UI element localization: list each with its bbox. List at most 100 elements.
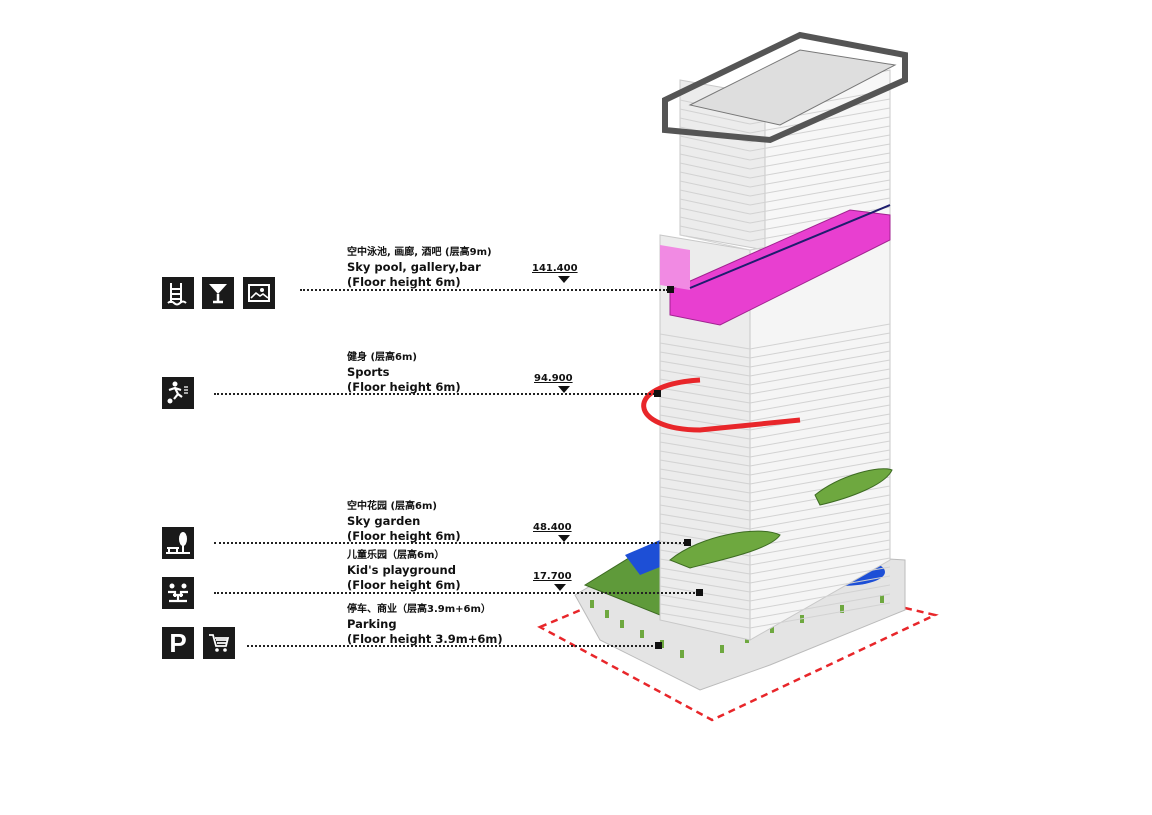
label-cn: 空中花园 (层高6m): [347, 501, 437, 512]
floor-line: [679, 117, 751, 134]
label-en: Parking: [347, 617, 397, 631]
leader-marker: [654, 390, 661, 397]
floor-line: [749, 458, 891, 485]
elevation-triangle-icon: [554, 584, 566, 591]
leader-line: [214, 542, 685, 544]
shopping-cart-icon: [203, 627, 235, 659]
floor-line: [749, 377, 891, 404]
floor-line: [749, 125, 891, 152]
elevation-mark: 17.700: [533, 571, 572, 582]
leader-marker: [684, 539, 691, 546]
floor-line: [679, 162, 751, 179]
elevation-mark: 48.400: [533, 522, 572, 533]
roof-canopy: [688, 49, 897, 126]
floor-line: [749, 494, 891, 521]
label-en: Sky garden: [347, 514, 421, 528]
floor-line: [659, 396, 751, 413]
floor-line: [659, 594, 751, 611]
floor-line: [749, 521, 891, 548]
floor-line: [659, 342, 751, 359]
cocktail-icon: [202, 277, 234, 309]
floor-line: [749, 134, 891, 161]
floor-line: [679, 207, 751, 224]
floor-line: [679, 171, 751, 188]
floor-line: [749, 539, 891, 566]
floor-line: [679, 234, 751, 251]
floor-line: [749, 143, 891, 170]
floor-line: [749, 161, 891, 188]
floor-line: [679, 216, 751, 233]
sky-deck-edge: [689, 204, 891, 289]
sky-pool-glass: [660, 245, 690, 290]
floor-line: [659, 567, 751, 584]
floor-line: [749, 431, 891, 458]
gallery-picture-icon: [243, 277, 275, 309]
floor-line: [749, 503, 891, 530]
floor-line: [749, 422, 891, 449]
roof-truss: [662, 31, 908, 144]
leader-marker: [655, 642, 662, 649]
floor-line: [679, 198, 751, 215]
floor-line: [749, 566, 891, 593]
floor-line: [749, 152, 891, 179]
elevation-triangle-icon: [558, 386, 570, 393]
leader-line: [214, 393, 655, 395]
label-cn: 儿童乐园（层高6m）: [347, 550, 445, 561]
label-floor: (Floor height 3.9m+6m): [347, 632, 503, 646]
floor-line: [659, 333, 751, 350]
floor-line: [659, 450, 751, 467]
tree-bench-icon: [162, 527, 194, 559]
sky-garden-upper: [814, 468, 893, 506]
parking-icon: P: [162, 627, 194, 659]
floor-line: [659, 504, 751, 521]
label-floor: (Floor height 6m): [347, 380, 461, 394]
floor-line: [659, 387, 751, 404]
floor-line: [659, 351, 751, 368]
floor-line: [749, 197, 891, 224]
floor-line: [749, 395, 891, 422]
sky-garden-lower: [669, 530, 781, 569]
sky-pool-deck: [669, 209, 891, 326]
floor-line: [659, 405, 751, 422]
label-floor: (Floor height 6m): [347, 578, 461, 592]
floor-line: [679, 144, 751, 161]
floor-line: [749, 188, 891, 215]
level-label-kids-playground: 儿童乐园（层高6m） Kid's playground (Floor heigh…: [347, 548, 461, 593]
playground-pool: [625, 540, 665, 575]
label-floor: (Floor height 6m): [347, 529, 461, 543]
site-boundary: [537, 558, 939, 722]
floor-line: [749, 323, 891, 350]
level-label-sky-pool: 空中泳池, 画廊, 酒吧 (层高9m) Sky pool, gallery,ba…: [347, 245, 492, 290]
floor-line: [659, 441, 751, 458]
leader-line: [247, 645, 657, 647]
floor-line: [749, 350, 891, 377]
label-en: Sky pool, gallery,bar: [347, 260, 481, 274]
level-label-sports: 健身 (层高6m) Sports (Floor height 6m): [347, 350, 461, 395]
floor-line: [749, 386, 891, 413]
floor-line: [749, 413, 891, 440]
label-cn: 停车、商业（层高3.9m+6m）: [347, 604, 491, 615]
floor-line: [659, 513, 751, 530]
elevation-triangle-icon: [558, 535, 570, 542]
floor-line: [749, 440, 891, 467]
floor-line: [749, 548, 891, 575]
floor-line: [749, 449, 891, 476]
floor-line: [749, 341, 891, 368]
floor-line: [749, 332, 891, 359]
floor-line: [679, 135, 751, 152]
floor-line: [679, 225, 751, 242]
floor-line: [659, 360, 751, 377]
pool-ladder-icon: [162, 277, 194, 309]
floor-line: [659, 468, 751, 485]
floor-line: [679, 180, 751, 197]
floor-line: [749, 593, 891, 620]
leader-marker: [696, 589, 703, 596]
sports-runner-icon: [162, 377, 194, 409]
label-en: Sports: [347, 365, 390, 379]
leader-marker: [667, 286, 674, 293]
floor-line: [659, 486, 751, 503]
floor-line: [659, 459, 751, 476]
floor-line: [749, 602, 891, 629]
level-label-parking: 停车、商业（层高3.9m+6m） Parking (Floor height 3…: [347, 602, 503, 647]
